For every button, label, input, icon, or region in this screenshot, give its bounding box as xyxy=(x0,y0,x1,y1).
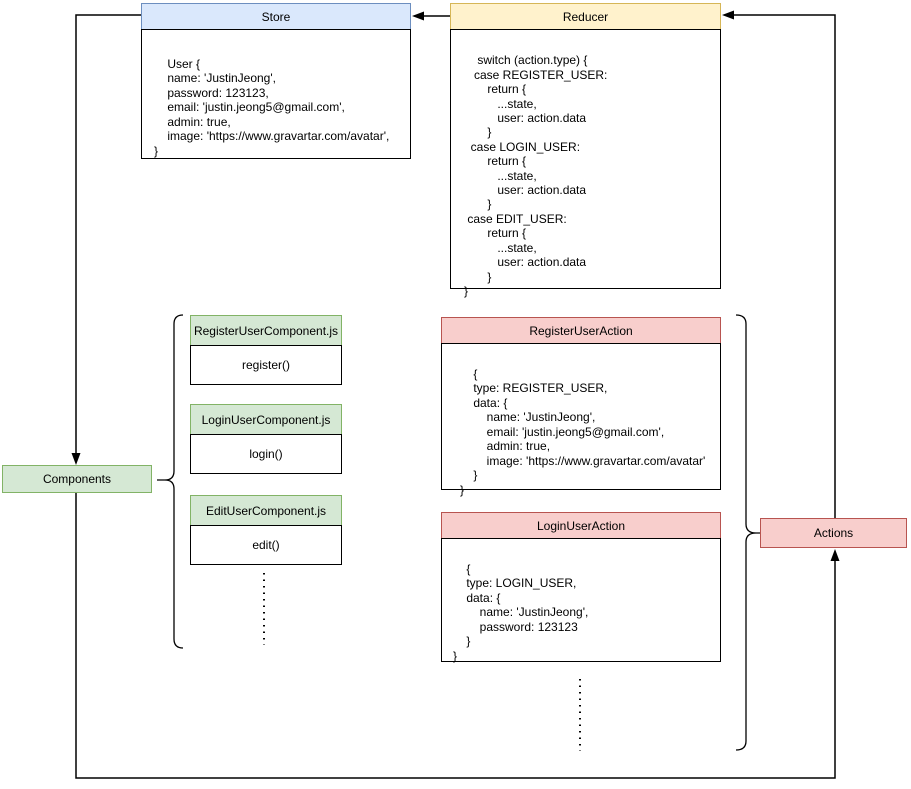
connector-store-to-components xyxy=(75,14,141,453)
login-action-code: { type: LOGIN_USER, data: { name: 'Justi… xyxy=(453,561,589,663)
register-action-body: { type: REGISTER_USER, data: { name: 'Ju… xyxy=(441,343,721,497)
register-action-code: { type: REGISTER_USER, data: { name: 'Ju… xyxy=(460,366,706,497)
store-box-header: Store xyxy=(141,3,411,29)
arrowhead-into-store xyxy=(412,11,424,21)
actions-label: Actions xyxy=(813,526,854,540)
login-action-header: LoginUserAction xyxy=(441,512,721,538)
login-component-header: LoginUserComponent.js xyxy=(190,404,342,434)
connector-actions-to-reducer xyxy=(734,14,836,518)
edit-component-title: EditUserComponent.js xyxy=(205,503,327,518)
store-code: User { name: 'JustinJeong', password: 12… xyxy=(154,56,390,158)
login-action-title: LoginUserAction xyxy=(536,518,626,533)
login-action-body: { type: LOGIN_USER, data: { name: 'Justi… xyxy=(441,538,721,663)
register-component-header: RegisterUserComponent.js xyxy=(190,315,342,345)
login-method: login() xyxy=(249,447,283,461)
reducer-box-body: switch (action.type) { case REGISTER_USE… xyxy=(450,29,721,298)
login-component-body: login() xyxy=(190,434,342,474)
store-title: Store xyxy=(261,9,291,24)
arrowhead-into-components xyxy=(71,453,81,465)
login-component-title: LoginUserComponent.js xyxy=(201,412,331,427)
arrowhead-into-reducer xyxy=(722,10,734,20)
right-curly-brace xyxy=(735,314,760,751)
reducer-code: switch (action.type) { case REGISTER_USE… xyxy=(464,53,608,298)
reducer-title: Reducer xyxy=(562,9,609,24)
left-curly-brace xyxy=(157,314,184,649)
register-component-title: RegisterUserComponent.js xyxy=(193,323,339,338)
edit-component-body: edit() xyxy=(190,525,342,565)
edit-method: edit() xyxy=(252,538,280,552)
store-box-body: User { name: 'JustinJeong', password: 12… xyxy=(141,29,411,159)
actions-label-box: Actions xyxy=(760,518,907,548)
register-component-body: register() xyxy=(190,345,342,385)
components-label-box: Components xyxy=(2,465,152,493)
components-label: Components xyxy=(42,472,112,486)
register-method: register() xyxy=(241,358,290,372)
register-action-header: RegisterUserAction xyxy=(441,317,721,343)
arrowhead-into-actions xyxy=(830,549,840,561)
register-action-title: RegisterUserAction xyxy=(529,323,633,338)
edit-component-header: EditUserComponent.js xyxy=(190,495,342,525)
reducer-box-header: Reducer xyxy=(450,3,721,29)
